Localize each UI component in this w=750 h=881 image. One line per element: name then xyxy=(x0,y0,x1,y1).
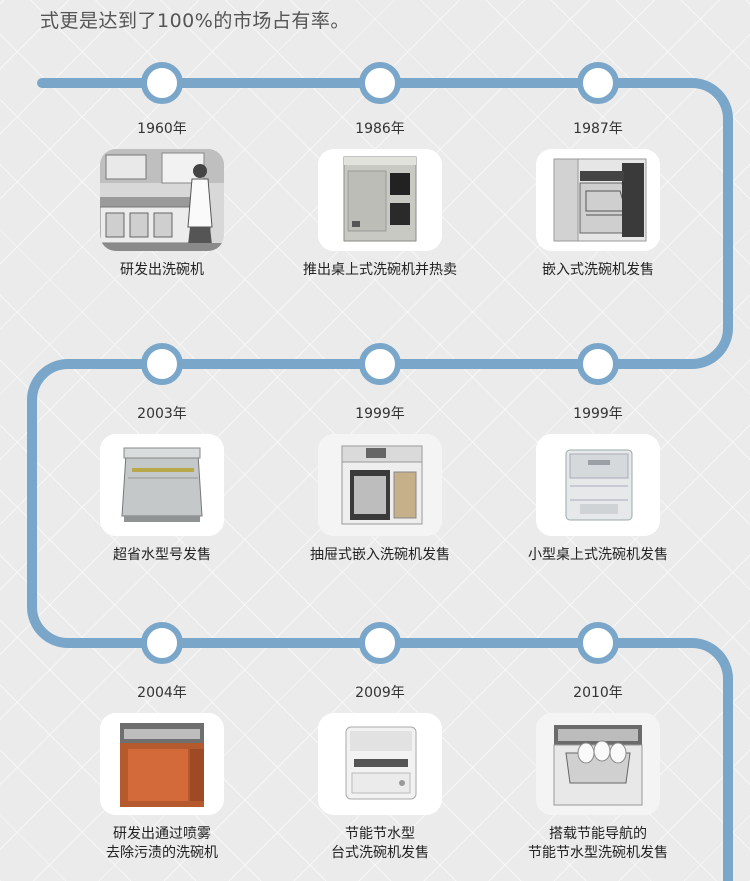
milestone-caption: 研发出洗碗机 xyxy=(120,262,204,278)
timeline-node xyxy=(359,622,401,664)
milestone-year: 2009年 xyxy=(355,685,405,701)
timeline-node xyxy=(577,62,619,104)
milestone-2003: 2003年 超省水型号发售 xyxy=(52,404,272,565)
milestone-2009: 2009年 节能节水型 台式洗碗机发售 xyxy=(270,683,490,863)
built-in-dishwasher-photo-icon xyxy=(536,149,660,251)
milestone-caption: 超省水型号发售 xyxy=(113,547,211,563)
milestone-year: 1986年 xyxy=(355,121,405,137)
white-tabletop-dishwasher-photo-icon xyxy=(318,713,442,815)
milestone-1987: 1987年 嵌入式洗碗机发售 xyxy=(488,119,708,280)
milestone-2004: 2004年 研发出通过喷雾 去除污渍的洗碗机 xyxy=(52,683,272,863)
milestone-2010: 2010年 搭载节能导航的 节能节水型洗碗机发售 xyxy=(488,683,708,863)
timeline-node xyxy=(359,343,401,385)
milestone-1999-compact: 1999年 小型桌上式洗碗机发售 xyxy=(488,404,708,565)
milestone-1960: 1960年 研发出洗碗机 xyxy=(52,119,272,280)
milestone-1986: 1986年 推出桌上式洗碗机并热卖 xyxy=(270,119,490,280)
milestone-caption: 节能节水型 台式洗碗机发售 xyxy=(331,826,429,861)
milestone-caption: 小型桌上式洗碗机发售 xyxy=(528,547,668,563)
timeline-node xyxy=(577,622,619,664)
drawer-dishwasher-photo-icon xyxy=(318,434,442,536)
kitchen-photo-icon xyxy=(100,149,224,251)
milestone-year: 1999年 xyxy=(355,406,405,422)
countertop-dishwasher-photo-icon xyxy=(318,149,442,251)
milestone-year: 1960年 xyxy=(137,121,187,137)
timeline-node xyxy=(141,62,183,104)
milestone-year: 2004年 xyxy=(137,685,187,701)
milestone-year: 1987年 xyxy=(573,121,623,137)
timeline-node xyxy=(577,343,619,385)
milestone-caption: 嵌入式洗碗机发售 xyxy=(542,262,654,278)
orange-drawer-dishwasher-photo-icon xyxy=(100,713,224,815)
dish-rack-dishwasher-photo-icon xyxy=(536,713,660,815)
timeline-node xyxy=(141,343,183,385)
silver-dishwasher-photo-icon xyxy=(100,434,224,536)
timeline-node xyxy=(141,622,183,664)
milestone-1999-drawer: 1999年 抽屉式嵌入洗碗机发售 xyxy=(270,404,490,565)
timeline-node xyxy=(359,62,401,104)
milestone-caption: 搭载节能导航的 节能节水型洗碗机发售 xyxy=(528,826,668,861)
compact-dishwasher-photo-icon xyxy=(536,434,660,536)
milestone-caption: 抽屉式嵌入洗碗机发售 xyxy=(310,547,450,563)
milestone-year: 1999年 xyxy=(573,406,623,422)
milestone-year: 2010年 xyxy=(573,685,623,701)
milestone-caption: 推出桌上式洗碗机并热卖 xyxy=(303,262,457,278)
milestone-year: 2003年 xyxy=(137,406,187,422)
intro-text: 式更是达到了100%的市场占有率。 xyxy=(40,10,350,32)
milestone-caption: 研发出通过喷雾 去除污渍的洗碗机 xyxy=(106,826,218,861)
